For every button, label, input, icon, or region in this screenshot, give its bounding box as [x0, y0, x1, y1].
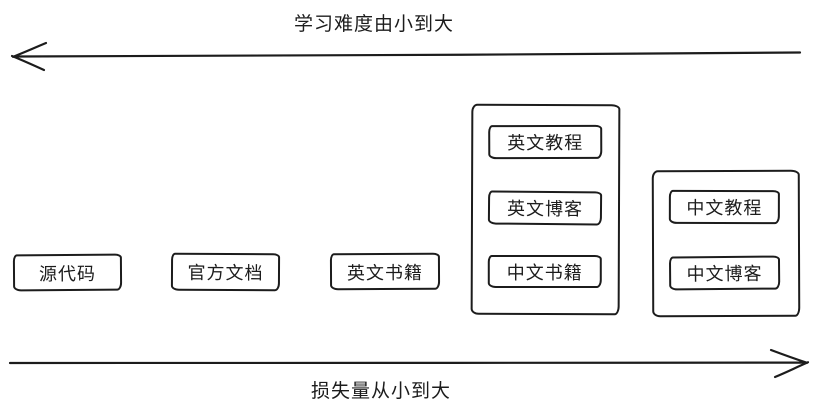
node-english-blogs: 英文博客: [487, 190, 603, 226]
node-chinese-blogs: 中文博客: [668, 255, 781, 291]
bottom-axis-arrow: [8, 348, 810, 379]
group-box-middle: 英文教程 英文博客 中文书籍: [470, 103, 621, 316]
bottom-axis-label: 损失量从小到大: [311, 380, 452, 402]
node-english-tutorials: 英文教程: [488, 124, 603, 160]
node-chinese-tutorials: 中文教程: [668, 189, 780, 225]
node-source-code: 源代码: [12, 253, 123, 292]
top-axis-label: 学习难度由小到大: [294, 13, 455, 35]
top-axis-arrow: [10, 41, 802, 72]
node-english-books: 英文书籍: [329, 252, 441, 291]
group-box-right: 中文教程 中文博客: [651, 169, 801, 318]
node-chinese-books: 中文书籍: [487, 254, 602, 288]
node-official-docs: 官方文档: [170, 252, 281, 292]
